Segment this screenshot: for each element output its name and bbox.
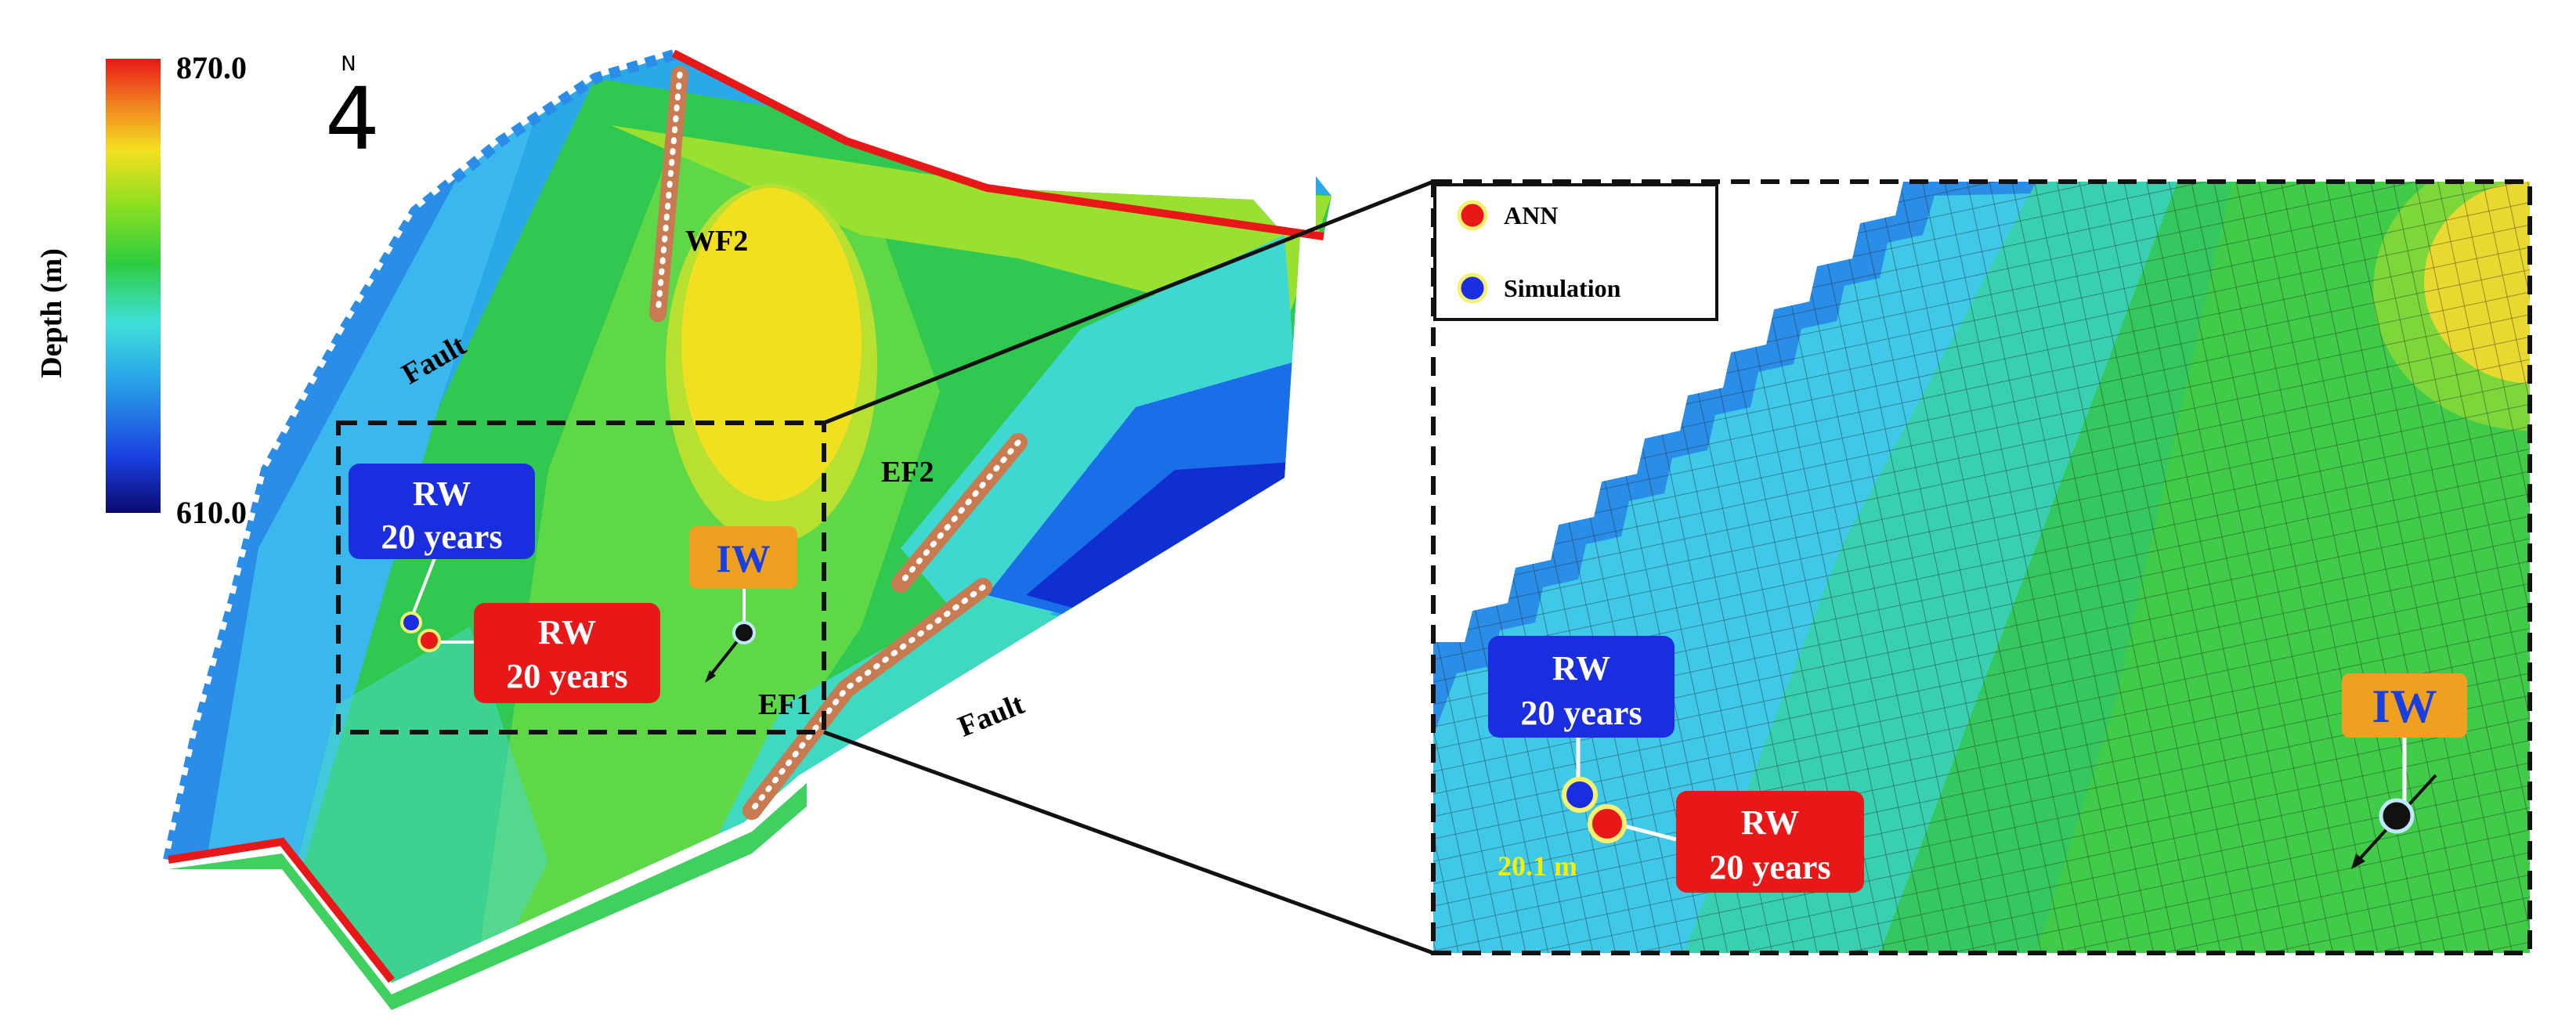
colorbar-min-label: 610.0	[176, 495, 247, 530]
legend-item-ann: ANN	[1457, 200, 1558, 231]
label-fault-east: Fault	[954, 688, 1029, 743]
map-iw-label: IW	[716, 536, 770, 580]
inset-rw-ann-well	[1588, 804, 1627, 843]
zoom-box	[336, 420, 826, 734]
reservoir-map: WF2 EF2 EF1 Fault Fault RW 20 years RW 2…	[163, 49, 1331, 1010]
inset-iw-well: IW	[2342, 673, 2467, 869]
inset-legend: ANN Simulation	[1433, 183, 1718, 321]
map-rw-sim-line2: 20 years	[381, 518, 502, 556]
legend-simulation-label: Simulation	[1504, 274, 1621, 302]
map-iw-well: IW	[689, 526, 797, 683]
inset-rw-sim-line2: 20 years	[1520, 694, 1642, 732]
colorbar-max-label: 870.0	[176, 50, 247, 85]
fault-ef1	[742, 578, 992, 820]
inset-distance-label: 20.1 m	[1498, 850, 1577, 882]
map-rw-sim-well	[400, 547, 440, 633]
legend-ann-label: ANN	[1504, 201, 1558, 229]
map-rw-ann-line1: RW	[538, 613, 596, 651]
legend-item-simulation: Simulation	[1457, 272, 1621, 304]
fault-wf2	[649, 66, 688, 322]
north-arrow-icon: 4	[325, 69, 380, 169]
map-rw-sim-label: RW 20 years	[349, 464, 535, 559]
inset-iw-label: IW	[2372, 680, 2437, 732]
legend-ann-marker	[1457, 200, 1488, 231]
label-ef2: EF2	[881, 456, 934, 489]
map-rw-ann-line2: 20 years	[506, 657, 627, 695]
inset-rw-ann-line2: 20 years	[1709, 848, 1830, 886]
colorbar-title: Depth (m)	[35, 248, 68, 378]
zoom-connector-bottom	[823, 730, 1434, 955]
inset-rw-sim-well	[1562, 777, 1598, 813]
map-rw-ann-label: RW 20 years	[474, 603, 660, 703]
inset-rw-sim-line1: RW	[1552, 649, 1610, 688]
fault-line-north	[671, 49, 1324, 240]
map-rw-sim-line1: RW	[413, 475, 471, 513]
zoom-connector-top	[823, 179, 1434, 425]
map-bottom-fringe	[168, 783, 807, 1010]
inset-rw-ann-label: RW 20 years	[1676, 791, 1864, 893]
map-jagged-edge	[163, 49, 676, 861]
north-letter: N	[341, 52, 356, 76]
legend-simulation-marker	[1457, 272, 1488, 304]
fault-line-south	[168, 837, 395, 983]
inset-view: ANN Simulation RW 20 years 20.1 m RW 20 …	[1431, 179, 2532, 955]
label-wf2: WF2	[685, 225, 748, 258]
fault-ef2	[891, 433, 1028, 593]
label-ef1: EF1	[758, 688, 811, 721]
inset-rw-ann-line1: RW	[1741, 803, 1799, 842]
colorbar-ramp	[106, 59, 161, 513]
map-rw-ann-well	[417, 629, 478, 652]
colorbar: 870.0 610.0 Depth (m)	[35, 50, 247, 530]
inset-frame	[1431, 179, 2532, 955]
north-arrow: N 4	[325, 52, 380, 169]
inset-rw-sim-label: RW 20 years	[1488, 636, 1675, 738]
